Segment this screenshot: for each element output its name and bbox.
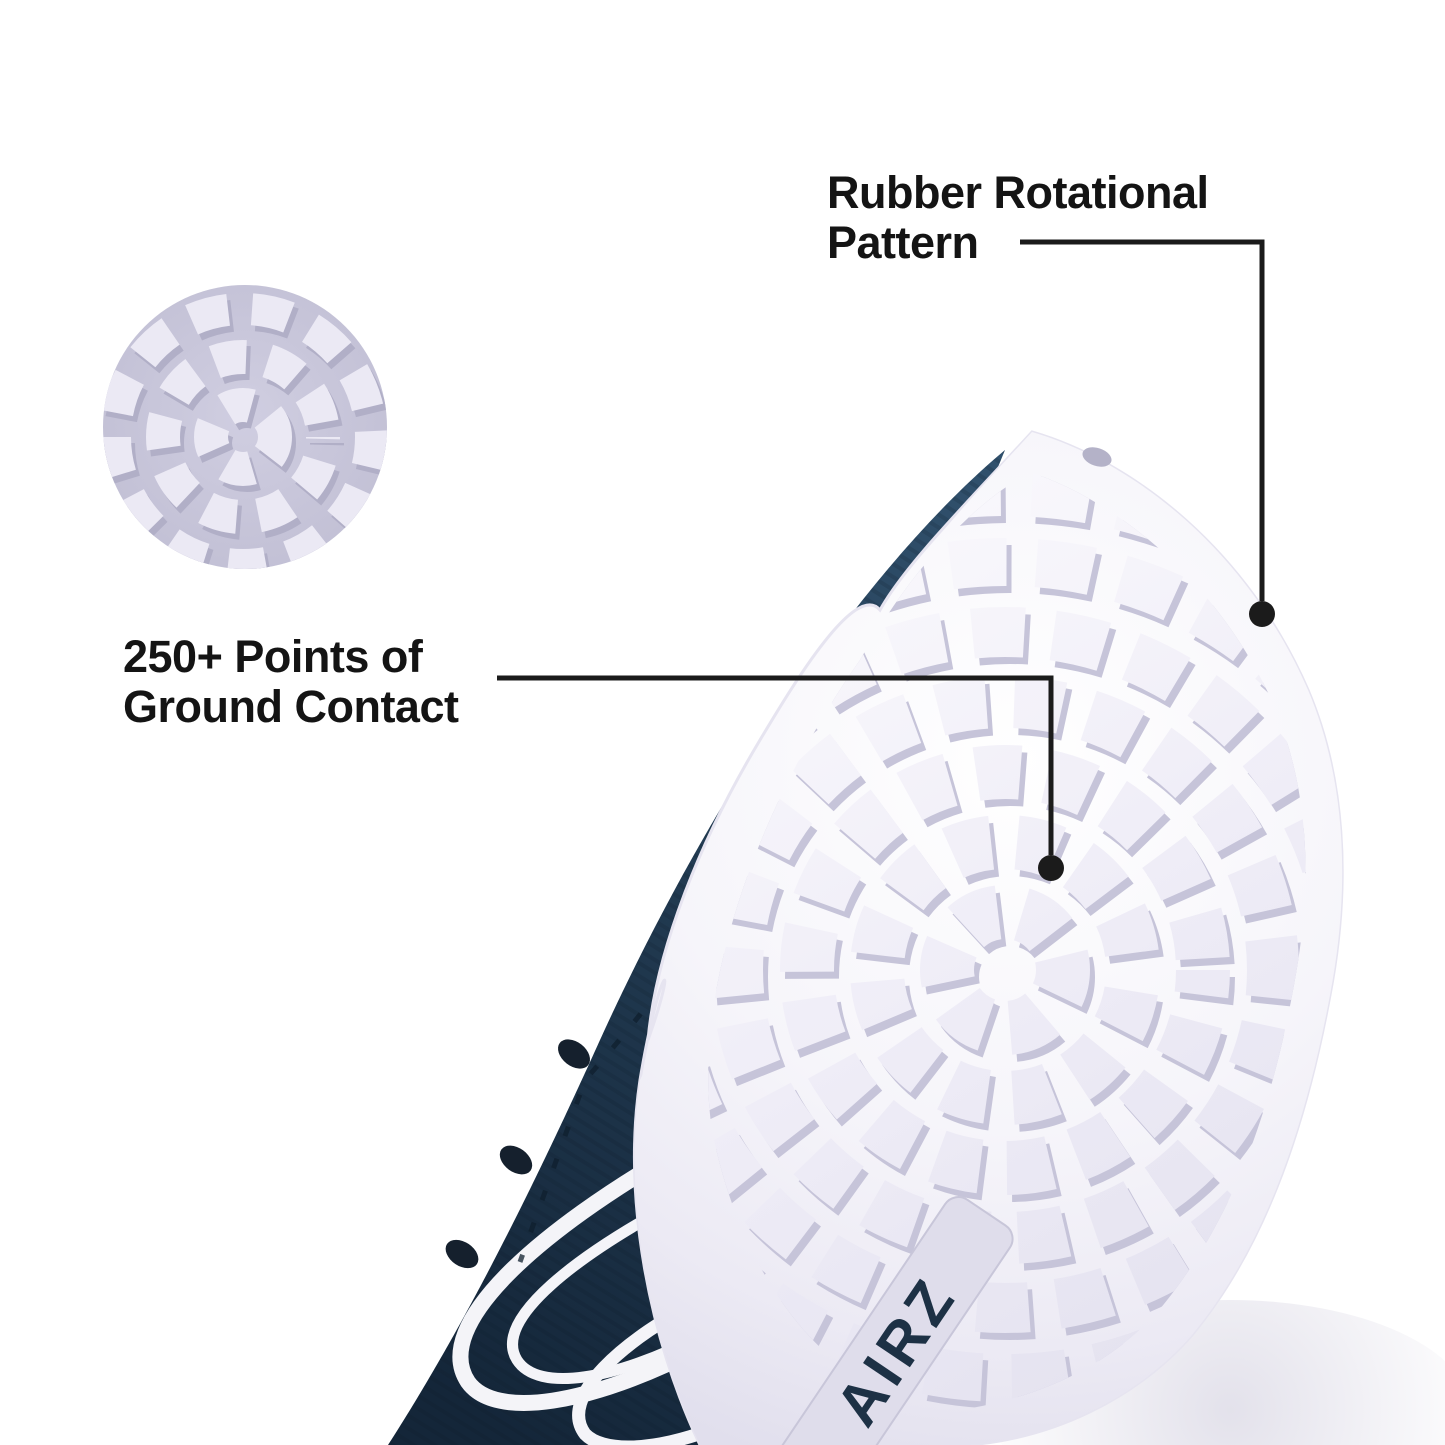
shoe: AIRZ <box>388 430 1344 1445</box>
rotational-pattern-label: Rubber Rotational Pattern <box>827 168 1287 268</box>
ground-contact-label: 250+ Points of Ground Contact <box>123 632 543 732</box>
rotational-pattern-label-line2: Pattern <box>827 217 979 268</box>
rotational-callout-line <box>1020 239 1265 601</box>
lace-stud <box>558 1039 590 1069</box>
callout-lines <box>497 239 1265 855</box>
contact-callout-dot <box>1038 855 1064 881</box>
tread-detail-inset <box>103 285 387 569</box>
lace-studs <box>445 1039 590 1269</box>
brand-logo-strip <box>774 1196 1014 1445</box>
ground-contact-label-line1: 250+ Points of <box>123 631 423 682</box>
rotational-pattern-label-line1: Rubber Rotational <box>827 167 1209 218</box>
contact-callout-line <box>497 675 1054 855</box>
ground-contact-label-line2: Ground Contact <box>123 681 459 732</box>
toe-vent-hole <box>1082 447 1112 467</box>
rotational-callout-dot <box>1249 601 1275 627</box>
lace-stud <box>445 1239 479 1269</box>
upper-stripes <box>452 1143 713 1445</box>
lace-stud <box>499 1145 533 1175</box>
callout-dots <box>1038 601 1275 881</box>
